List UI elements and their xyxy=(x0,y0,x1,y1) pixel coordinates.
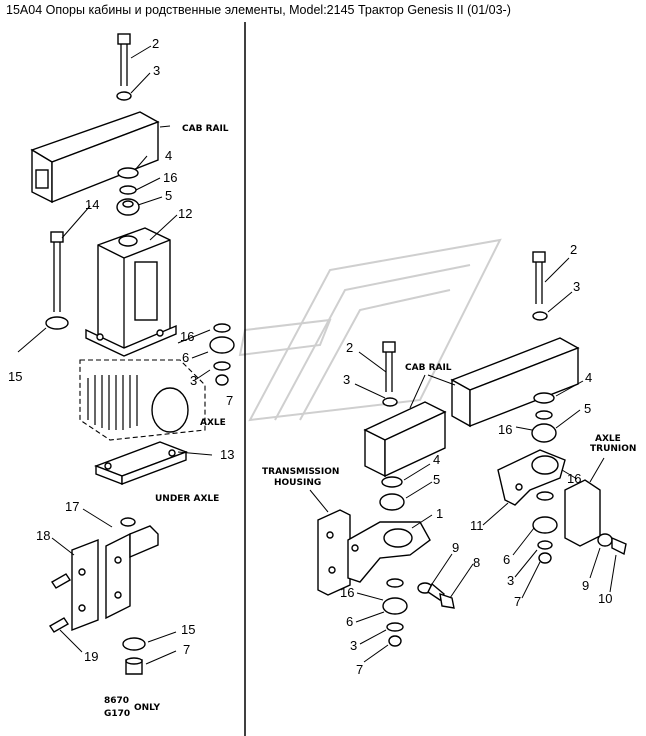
label-axle-trunion-line1: AXLE xyxy=(595,434,621,444)
right-rail-a xyxy=(450,337,580,428)
callout-r10: 10 xyxy=(598,591,612,606)
callout-15b: 15 xyxy=(181,622,195,637)
right-rail-b xyxy=(363,401,447,478)
right-bolt-b xyxy=(382,341,398,407)
callout-r3a: 3 xyxy=(573,279,580,294)
callout-18: 18 xyxy=(36,528,50,543)
callout-16: 16 xyxy=(163,170,177,185)
right-transmission-housing xyxy=(317,509,351,596)
left-cab-rail xyxy=(30,111,160,204)
label-only-line2: G170 xyxy=(104,709,130,719)
right-washer-stack-c xyxy=(532,491,558,564)
right-washers-a xyxy=(531,392,557,443)
left-bracket-17 xyxy=(105,517,159,620)
callout-r5b: 5 xyxy=(433,472,440,487)
callout-r9b: 9 xyxy=(582,578,589,593)
left-bolts-19 xyxy=(49,573,71,633)
left-bracket-12 xyxy=(85,227,177,357)
callout-r1: 1 xyxy=(436,506,443,521)
left-leader-lines xyxy=(17,45,213,665)
callout-6: 6 xyxy=(182,350,189,365)
callout-r3c: 3 xyxy=(350,638,357,653)
callout-17: 17 xyxy=(65,499,79,514)
callout-19: 19 xyxy=(84,649,98,664)
callout-7b: 7 xyxy=(183,642,190,657)
left-washer-nut-bottom xyxy=(122,637,146,675)
label-axle-trunion-line2: TRUNION xyxy=(590,444,636,454)
callout-4: 4 xyxy=(165,148,172,163)
callout-2: 2 xyxy=(152,36,159,51)
label-axle: AXLE xyxy=(200,418,226,428)
callout-r2b: 2 xyxy=(346,340,353,355)
label-cab-rail-left: CAB RAIL xyxy=(182,124,229,134)
callout-r7b: 7 xyxy=(514,594,521,609)
right-bolt-8 xyxy=(417,582,455,609)
callout-13: 13 xyxy=(220,447,234,462)
callout-14: 14 xyxy=(85,197,99,212)
callout-15: 15 xyxy=(8,369,22,384)
left-washer-stack xyxy=(209,323,235,386)
callout-r4b: 4 xyxy=(433,452,440,467)
left-axle xyxy=(79,359,206,441)
label-cab-rail-right: CAB RAIL xyxy=(405,363,452,373)
left-under-axle-plate-13 xyxy=(94,441,188,486)
callout-r6a: 6 xyxy=(346,614,353,629)
right-bracket-1 xyxy=(347,521,431,583)
right-bolt-a xyxy=(532,251,548,321)
right-leader-lines xyxy=(309,257,617,663)
label-transmission-line2: HOUSING xyxy=(274,478,321,488)
right-axle-trunion-plate xyxy=(564,479,601,547)
callout-r7a: 7 xyxy=(356,662,363,677)
callout-16b: 16 xyxy=(180,329,194,344)
callout-r5a: 5 xyxy=(584,401,591,416)
label-transmission-line1: TRANSMISSION xyxy=(262,467,339,477)
callout-r9a: 9 xyxy=(452,540,459,555)
callout-3: 3 xyxy=(153,63,160,78)
right-trunion-bracket xyxy=(497,449,566,506)
callout-r2a: 2 xyxy=(570,242,577,257)
left-washers xyxy=(116,167,140,216)
callout-12: 12 xyxy=(178,206,192,221)
callout-r16c: 16 xyxy=(567,471,581,486)
callout-r16b: 16 xyxy=(340,585,354,600)
left-bolt-2 xyxy=(116,33,132,101)
left-bolt-14 xyxy=(45,231,69,330)
callout-r6b: 6 xyxy=(503,552,510,567)
right-washers-b xyxy=(379,476,405,511)
callout-3b: 3 xyxy=(190,373,197,388)
callout-r3d: 3 xyxy=(507,573,514,588)
right-bolt-10 xyxy=(597,533,627,556)
callout-5: 5 xyxy=(165,188,172,203)
callout-r16a: 16 xyxy=(498,422,512,437)
callout-7: 7 xyxy=(226,393,233,408)
label-only-line1: 8670 xyxy=(104,696,129,706)
right-washer-stack-b xyxy=(382,578,408,647)
watermark-logo xyxy=(238,238,502,422)
callout-r3b: 3 xyxy=(343,372,350,387)
callout-r4a: 4 xyxy=(585,370,592,385)
label-under-axle: UNDER AXLE xyxy=(155,494,219,504)
label-only-word: ONLY xyxy=(134,703,161,713)
diagram-title: 15A04 Опоры кабины и родственные элемент… xyxy=(6,3,511,17)
callout-r11: 11 xyxy=(470,518,484,533)
callout-r8: 8 xyxy=(473,555,480,570)
left-plate-18 xyxy=(71,538,99,632)
